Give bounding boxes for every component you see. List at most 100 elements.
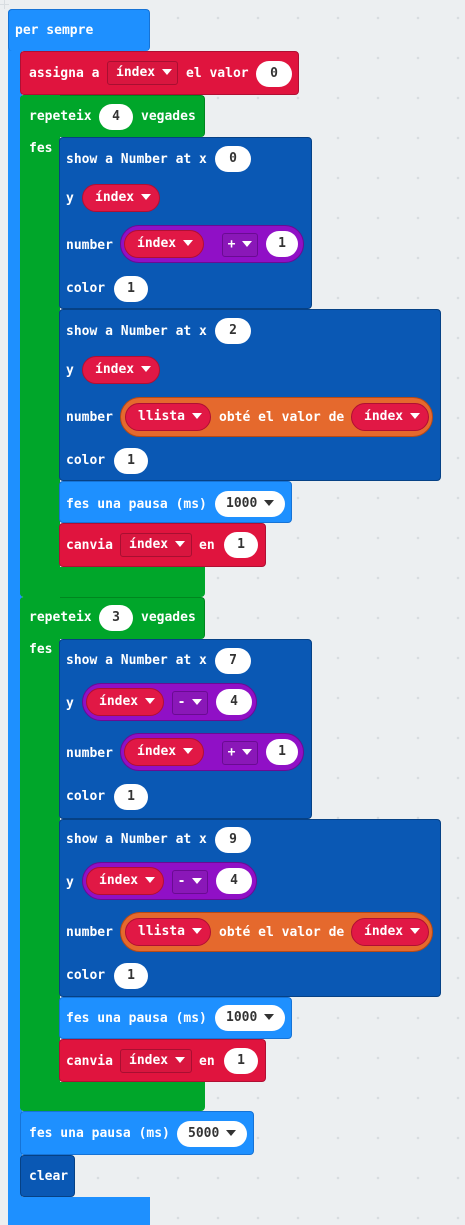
- do-label: fes: [29, 642, 53, 657]
- chevron-down-icon: [242, 748, 253, 755]
- chevron-down-icon: [162, 68, 173, 75]
- list-variable[interactable]: llista: [125, 918, 211, 946]
- y-variable[interactable]: índex: [82, 184, 160, 212]
- show-x-value[interactable]: 0: [215, 146, 251, 172]
- clear-label: clear: [29, 1169, 69, 1184]
- chevron-down-icon: [410, 412, 421, 419]
- get-value-label: obté el valor de: [219, 410, 345, 425]
- change-by-label: en: [199, 1054, 215, 1069]
- number-variable[interactable]: índex: [124, 230, 204, 258]
- set-variable-value[interactable]: 0: [256, 61, 292, 87]
- y-variable[interactable]: índex: [82, 356, 160, 384]
- chevron-down-icon: [145, 876, 156, 883]
- do-label: fes: [29, 141, 53, 156]
- change-label: canvia: [66, 538, 113, 553]
- get-value-label: obté el valor de: [219, 925, 345, 940]
- set-variable-value-label: el valor: [186, 66, 249, 81]
- color-value[interactable]: 1: [114, 448, 148, 474]
- pause-duration-dropdown[interactable]: 5000: [177, 1121, 247, 1147]
- pause-label: fes una pausa (ms): [29, 1126, 170, 1141]
- repeat-block-1-footer: [20, 567, 205, 597]
- y-label: y: [66, 191, 74, 206]
- color-label: color: [66, 789, 106, 804]
- chevron-down-icon: [192, 698, 203, 705]
- show-number-title: show a Number at x: [66, 152, 207, 167]
- operator-dropdown[interactable]: +: [222, 233, 258, 257]
- pause-duration-dropdown[interactable]: 1000: [215, 491, 285, 517]
- chevron-down-icon: [264, 1013, 275, 1020]
- chevron-down-icon: [226, 1129, 237, 1136]
- color-value[interactable]: 1: [114, 276, 148, 302]
- repeat-block-1-spine: [20, 95, 60, 597]
- number-variable[interactable]: índex: [124, 738, 204, 766]
- show-number-title: show a Number at x: [66, 653, 207, 668]
- repeat-label: repeteix: [29, 109, 92, 124]
- chevron-down-icon: [264, 499, 275, 506]
- y-label: y: [66, 696, 74, 711]
- list-variable[interactable]: llista: [125, 403, 211, 431]
- show-number-title: show a Number at x: [66, 324, 207, 339]
- pause-label: fes una pausa (ms): [66, 497, 207, 512]
- change-variable-dropdown[interactable]: índex: [120, 533, 192, 557]
- index-variable[interactable]: índex: [351, 918, 429, 946]
- change-variable-dropdown[interactable]: índex: [120, 1049, 192, 1073]
- color-value[interactable]: 1: [114, 963, 148, 989]
- repeat-label: repeteix: [29, 610, 92, 625]
- operand-value[interactable]: 4: [216, 868, 252, 894]
- operator-dropdown[interactable]: +: [222, 741, 258, 765]
- number-label: number: [66, 925, 113, 940]
- y-variable[interactable]: índex: [86, 867, 164, 895]
- clear-block[interactable]: [20, 1155, 75, 1197]
- chevron-down-icon: [191, 412, 202, 419]
- chevron-down-icon: [175, 540, 186, 547]
- forever-label: per sempre: [15, 23, 94, 38]
- pause-duration-dropdown[interactable]: 1000: [215, 1005, 285, 1031]
- set-variable-dropdown[interactable]: índex: [107, 61, 178, 85]
- forever-footer: [8, 1197, 150, 1225]
- change-value[interactable]: 1: [224, 1048, 258, 1074]
- chevron-down-icon: [141, 365, 152, 372]
- show-number-title: show a Number at x: [66, 832, 207, 847]
- number-label: number: [66, 238, 113, 253]
- repeat-block-2-spine: [20, 597, 60, 1111]
- change-label: canvia: [66, 1054, 113, 1069]
- show-x-value[interactable]: 2: [215, 318, 251, 344]
- number-label: number: [66, 410, 113, 425]
- y-label: y: [66, 875, 74, 890]
- color-label: color: [66, 968, 106, 983]
- change-by-label: en: [199, 538, 215, 553]
- forever-block[interactable]: [8, 9, 22, 1225]
- chevron-down-icon: [183, 239, 194, 246]
- color-label: color: [66, 453, 106, 468]
- set-variable-label: assigna a: [29, 66, 100, 81]
- operator-dropdown[interactable]: -: [172, 691, 208, 715]
- chevron-down-icon: [191, 927, 202, 934]
- chevron-down-icon: [175, 1056, 186, 1063]
- color-label: color: [66, 281, 106, 296]
- chevron-down-icon: [141, 193, 152, 200]
- chevron-down-icon: [410, 927, 421, 934]
- operator-dropdown[interactable]: -: [172, 870, 208, 894]
- show-number-block[interactable]: [59, 639, 312, 819]
- forever-header[interactable]: [8, 9, 150, 51]
- times-label: vegades: [141, 109, 196, 124]
- y-variable[interactable]: índex: [86, 688, 164, 716]
- chevron-down-icon: [145, 697, 156, 704]
- pause-label: fes una pausa (ms): [66, 1011, 207, 1026]
- operand-value[interactable]: 4: [216, 689, 252, 715]
- repeat-count[interactable]: 4: [99, 104, 133, 130]
- color-value[interactable]: 1: [114, 784, 148, 810]
- chevron-down-icon: [192, 877, 203, 884]
- operand-value[interactable]: 1: [266, 231, 298, 257]
- change-value[interactable]: 1: [224, 532, 258, 558]
- repeat-count[interactable]: 3: [99, 605, 133, 631]
- chevron-down-icon: [242, 240, 253, 247]
- show-x-value[interactable]: 7: [215, 648, 251, 674]
- y-label: y: [66, 363, 74, 378]
- repeat-block-2-footer: [20, 1082, 205, 1111]
- show-x-value[interactable]: 9: [215, 827, 251, 853]
- show-number-block[interactable]: [59, 137, 312, 309]
- index-variable[interactable]: índex: [351, 403, 429, 431]
- times-label: vegades: [141, 610, 196, 625]
- operand-value[interactable]: 1: [266, 739, 298, 765]
